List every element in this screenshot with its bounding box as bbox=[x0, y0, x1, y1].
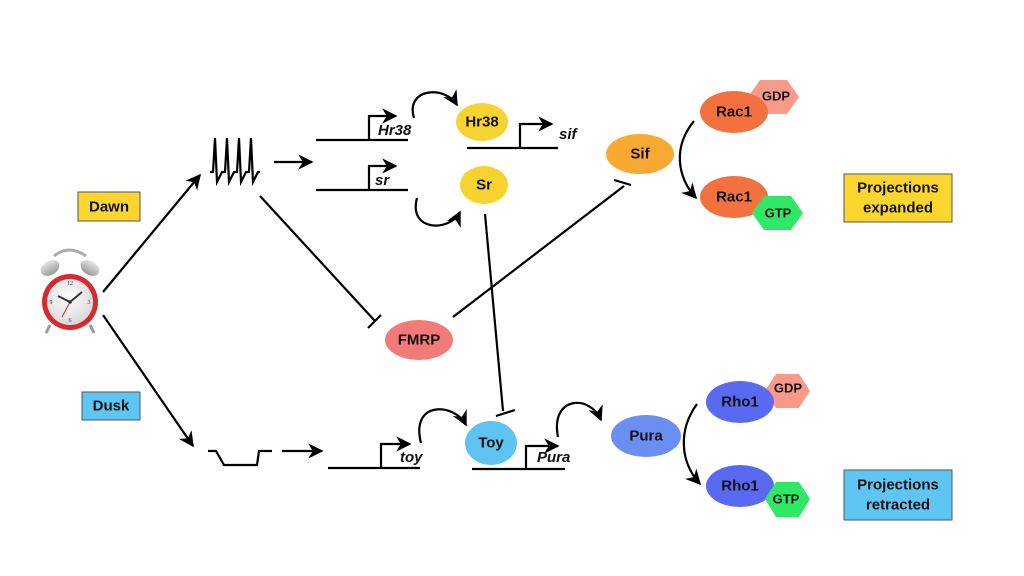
svg-text:9: 9 bbox=[50, 300, 53, 306]
rac1-gtp-complex: Rac1 GTP bbox=[700, 176, 803, 230]
fmrp-protein: FMRP bbox=[385, 320, 453, 360]
rho1-gtp-label: Rho1 bbox=[721, 478, 759, 495]
sif-gene: sif bbox=[467, 116, 579, 150]
gtp-label: GTP bbox=[765, 206, 792, 221]
gdp-label-rho: GDP bbox=[774, 381, 803, 396]
svg-text:6: 6 bbox=[69, 318, 72, 324]
hr38-protein-label: Hr38 bbox=[465, 114, 498, 131]
rho1-activation-arrow bbox=[682, 403, 702, 486]
dawn-box bbox=[77, 191, 141, 222]
sr-translation-arrow bbox=[414, 197, 461, 228]
pura-gene-label: Pura bbox=[537, 449, 570, 466]
sr-gene-label: sr bbox=[375, 172, 390, 189]
sr-inhibits-toy-line bbox=[483, 213, 505, 412]
gdp-label: GDP bbox=[762, 89, 791, 104]
gdp-hexagon-rho bbox=[765, 374, 810, 408]
sif-gene-label: sif bbox=[559, 126, 579, 143]
sr-protein: Sr bbox=[460, 166, 508, 204]
expanded-line1: Projections bbox=[857, 180, 939, 197]
fmrp-inhibition-bar bbox=[367, 314, 382, 329]
hr38-protein: Hr38 bbox=[456, 103, 508, 141]
rac1-gtp-label: Rac1 bbox=[716, 189, 752, 206]
retracted-line2: retracted bbox=[866, 497, 930, 514]
hr38-gene-label: Hr38 bbox=[378, 122, 412, 139]
pura-translation-arrow bbox=[555, 401, 603, 438]
alarm-clock-icon: 12 3 6 9 bbox=[40, 248, 100, 334]
rac1-activation-arrow bbox=[678, 120, 698, 200]
silent-trace-icon bbox=[208, 449, 272, 467]
sif-protein: Sif bbox=[606, 134, 674, 174]
pura-protein-label: Pura bbox=[629, 428, 663, 445]
rac1-gdp-complex: Rac1 GDP bbox=[700, 80, 799, 133]
hr38-translation-arrow bbox=[411, 89, 458, 119]
svg-text:3: 3 bbox=[88, 300, 91, 306]
dawn-text: Dawn bbox=[89, 199, 129, 216]
rho1-gdp-label: Rho1 bbox=[721, 394, 759, 411]
pura-gene: Pura bbox=[472, 438, 570, 471]
firing-spikes-icon bbox=[210, 137, 260, 187]
spikes-inhibits-fmrp-line bbox=[259, 195, 376, 322]
gtp-hexagon bbox=[752, 196, 803, 230]
fmrp-protein-label: FMRP bbox=[398, 332, 441, 349]
toy-inhibition-bar bbox=[495, 408, 516, 418]
projections-expanded-box: Projections expanded bbox=[843, 173, 953, 223]
clock-to-dusk-arrow bbox=[102, 314, 194, 448]
toy-translation-arrow bbox=[418, 408, 467, 444]
hr38-gene: Hr38 bbox=[316, 108, 412, 142]
toy-gene-label: toy bbox=[400, 449, 423, 466]
dusk-box bbox=[81, 391, 141, 421]
svg-text:12: 12 bbox=[67, 281, 73, 287]
rho1-gdp-complex: Rho1 GDP bbox=[706, 374, 810, 423]
sif-protein-label: Sif bbox=[630, 146, 650, 163]
fmrp-inhibits-sif-line bbox=[452, 185, 625, 318]
dusk-label: Dusk bbox=[81, 391, 141, 421]
rac1-gdp-label: Rac1 bbox=[716, 104, 752, 121]
projections-retracted-box: Projections retracted bbox=[843, 469, 953, 521]
toy-protein: Toy bbox=[465, 421, 517, 465]
sr-gene: sr bbox=[316, 158, 408, 192]
rho1-gtp-complex: Rho1 GTP bbox=[706, 465, 810, 517]
gtp-hexagon-rho bbox=[765, 482, 810, 517]
sif-inhibition-bar bbox=[613, 178, 632, 187]
dawn-label: Dawn bbox=[77, 191, 141, 222]
sr-protein-label: Sr bbox=[476, 177, 492, 194]
clock-to-dawn-arrow bbox=[102, 173, 201, 293]
toy-protein-label: Toy bbox=[478, 435, 504, 452]
dusk-text: Dusk bbox=[93, 398, 130, 415]
expanded-line2: expanded bbox=[863, 200, 933, 217]
retracted-line1: Projections bbox=[857, 477, 939, 494]
toy-gene: toy bbox=[328, 436, 423, 470]
pura-protein: Pura bbox=[611, 415, 681, 457]
gtp-label-rho: GTP bbox=[773, 492, 800, 507]
